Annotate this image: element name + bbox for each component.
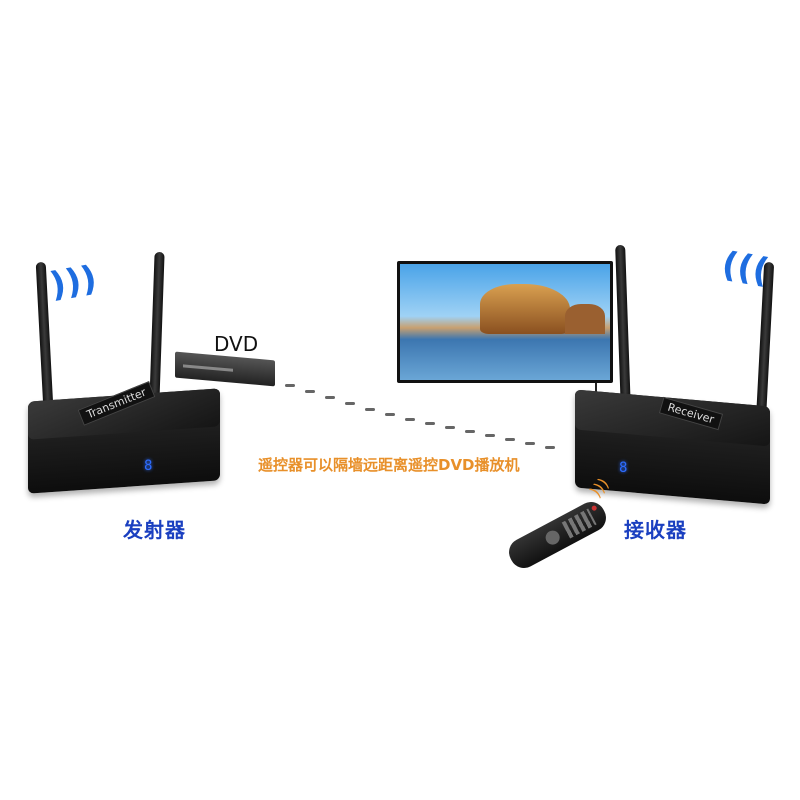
dvd-label: DVD [214, 332, 259, 356]
receiver-led: 8 [619, 460, 628, 476]
description-text: 遥控器可以隔墙远距离遥控DVD播放机 [258, 456, 520, 474]
transmitter-antenna [149, 251, 165, 403]
receiver-caption: 接收器 [624, 518, 687, 542]
dvd-player [175, 351, 275, 387]
transmitter-caption: 发射器 [123, 518, 186, 542]
tv-screen-landscape [400, 264, 610, 380]
remote-control [504, 497, 611, 573]
transmitter-wifi-icon: ))) [46, 258, 100, 306]
transmitter-led: 8 [144, 458, 153, 474]
receiver-antenna [615, 244, 631, 411]
tv [397, 261, 613, 383]
